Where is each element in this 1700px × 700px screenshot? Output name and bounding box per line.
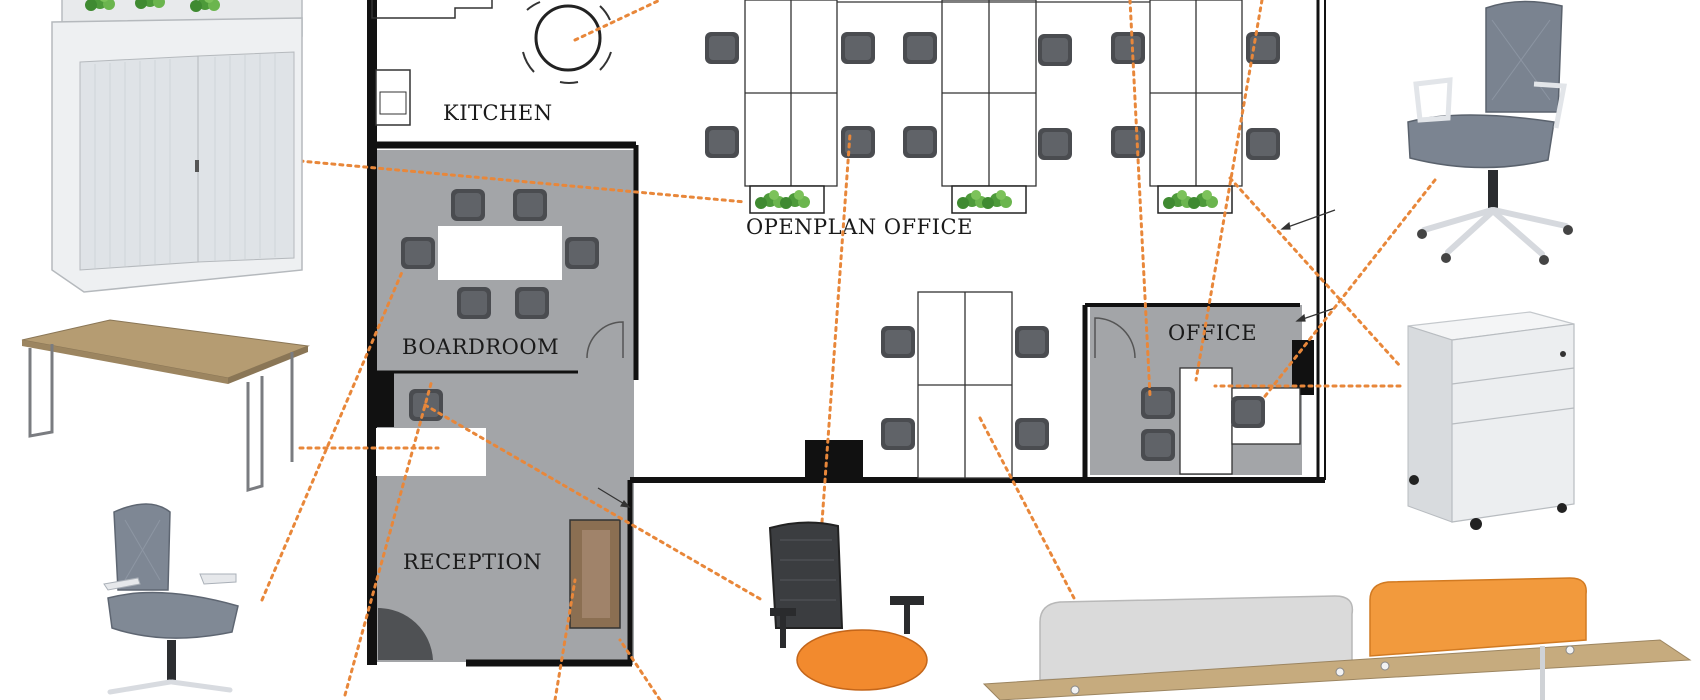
column-block [372,372,394,427]
mobile-pedestal-icon [1407,311,1575,530]
door-swing [586,321,624,359]
column-block [1292,340,1314,395]
walls [367,0,1326,667]
reception-desk [376,428,486,476]
boardroom-label: BOARDROOM [402,335,559,359]
leader-lines [260,0,1437,700]
annotation-arrows [597,209,1336,508]
tambour-cabinet-planter-icon [51,0,303,293]
executive-mesh-chair-icon [1407,0,1573,265]
boardroom-table [438,226,562,280]
door-swing [378,607,433,660]
openplan-desk-blocks [744,0,1301,479]
loop-leg-desk-icon [21,319,310,492]
task-chair-orange-seat-icon [768,521,928,691]
office-label: OFFICE [1168,321,1257,345]
reception-label: RECEPTION [403,550,542,574]
column-block [805,440,863,480]
floor-plan: KITCHEN OPENPLAN OFFICE BOARDROOM OFFICE… [367,0,1336,667]
kitchen-area [371,0,612,126]
planter-boxes [749,185,1233,214]
bench-desk-screens-icon [982,577,1692,700]
kitchen-label: KITCHEN [443,101,553,125]
openplan-office-label: OPENPLAN OFFICE [746,215,973,239]
door-swing [1094,317,1136,359]
mesh-chair-white-frame-icon [103,503,239,695]
